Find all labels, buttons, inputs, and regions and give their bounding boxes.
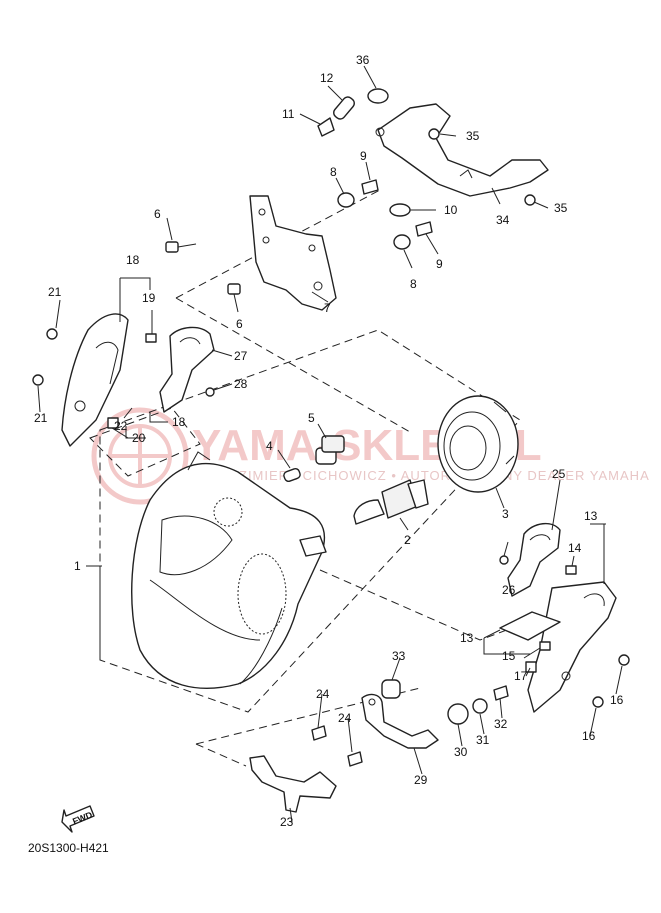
headlight-unit [131,451,327,689]
callout-16-upper: 16 [610,693,624,707]
lower-hardware [311,679,509,767]
diagram-code: 20S1300-H421 [28,841,109,855]
callout-28: 28 [234,377,248,391]
callout-10: 10 [444,203,458,217]
callout-17: 17 [514,669,528,683]
right-inner-plate [499,523,561,597]
callout-18-lower: 18 [172,415,186,429]
callout-35-lower: 35 [554,201,568,215]
callout-1: 1 [74,559,81,573]
forward-arrow-icon: FWD [61,805,95,833]
callout-20: 20 [132,431,146,445]
callout-32: 32 [494,717,508,731]
callout-27: 27 [234,349,248,363]
callout-13-lower: 13 [460,631,474,645]
upper-stay [375,103,549,197]
callout-22: 22 [114,419,128,433]
callout-14: 14 [568,541,582,555]
callout-24-lower: 24 [338,711,352,725]
callout-25: 25 [552,467,566,481]
callout-34: 34 [496,213,510,227]
callout-13-upper: 13 [584,509,598,523]
left-side-cover [32,313,157,447]
leader-lines [37,65,623,823]
bolts-and-nuts [165,88,536,295]
callout-6-lower: 6 [236,317,243,331]
callout-33: 33 [392,649,406,663]
position-bulb [283,467,301,483]
watermark-tagline: WŁODZIMIERZ CICHOWICZ • AUTORYZOWANY DEA… [196,468,650,483]
lower-stay-a [249,755,337,813]
bulb [353,479,429,525]
callout-3: 3 [502,507,509,521]
callout-5: 5 [308,411,315,425]
watermark-logo-icon [91,407,189,505]
watermark: YAMA-SKLEP.PL WŁODZIMIERZ CICHOWICZ • AU… [91,407,650,505]
bulb-socket [315,435,345,465]
headlight-bracket [249,195,337,311]
callout-31: 31 [476,733,490,747]
callout-9-lower: 9 [436,257,443,271]
callout-7: 7 [324,301,331,315]
callout-21-lower: 21 [34,411,48,425]
callout-8-lower: 8 [410,277,417,291]
callout-2: 2 [404,533,411,547]
callout-8-upper: 8 [330,165,337,179]
callout-21-upper: 21 [48,285,62,299]
headlight-cover [437,395,519,493]
callout-18-upper: 18 [126,253,140,267]
callout-12: 12 [320,71,334,85]
callout-23: 23 [280,815,294,829]
callout-labels: 1 2 3 4 5 6 6 7 8 8 9 9 10 11 12 13 13 1… [34,53,624,829]
callout-9-upper: 9 [360,149,367,163]
callout-24-upper: 24 [316,687,330,701]
callout-16-lower: 16 [582,729,596,743]
callout-6-upper: 6 [154,207,161,221]
callout-29: 29 [414,773,428,787]
lower-stay-b [361,693,439,749]
callout-36: 36 [356,53,370,67]
callout-11: 11 [282,107,295,121]
right-side-cover [499,565,630,713]
callout-26: 26 [502,583,516,597]
callout-19: 19 [142,291,156,305]
callout-15: 15 [502,649,516,663]
callout-4: 4 [266,439,273,453]
callout-35-upper: 35 [466,129,480,143]
callout-30: 30 [454,745,468,759]
left-inner-plate [159,326,215,413]
